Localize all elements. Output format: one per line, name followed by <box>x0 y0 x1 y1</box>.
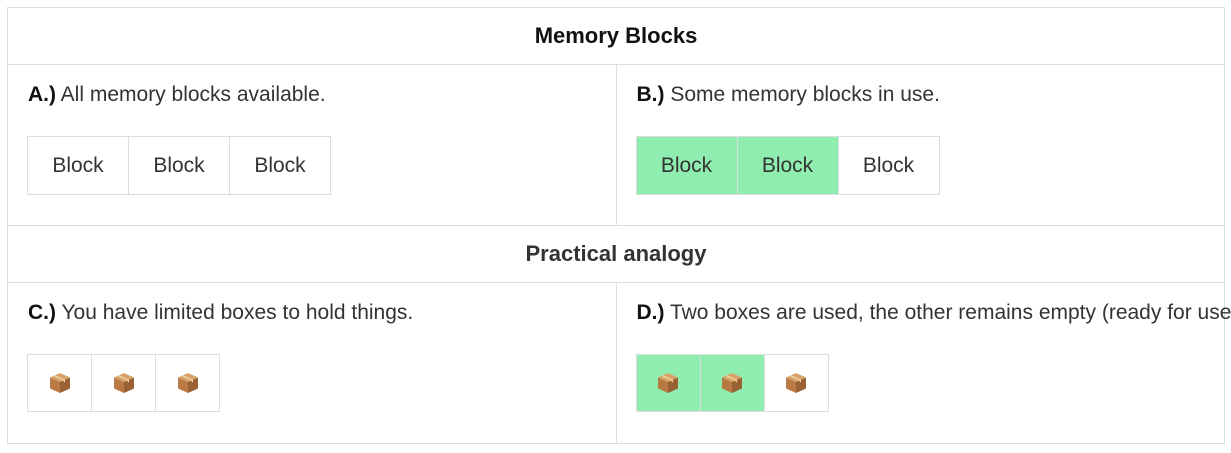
package-icon <box>113 373 134 393</box>
block-row-a: Block Block Block <box>27 136 331 195</box>
box-slot <box>92 355 156 411</box>
memory-blocks-table: Memory Blocks A.) All memory blocks avai… <box>7 7 1231 444</box>
caption-d-text: Two boxes are used, the other remains em… <box>664 301 1231 324</box>
box-slot-used <box>700 355 765 411</box>
caption-b-text: Some memory blocks in use. <box>664 83 940 106</box>
package-icon <box>177 373 198 393</box>
caption-c-text: You have limited boxes to hold things. <box>56 301 414 324</box>
memory-block: Block <box>129 137 230 194</box>
caption-c-label: C.) <box>28 301 56 324</box>
block-row-b: Block Block Block <box>635 136 940 195</box>
box-row-d <box>635 354 829 412</box>
cell-a: A.) All memory blocks available. Block B… <box>7 64 617 226</box>
box-slot <box>764 355 828 411</box>
cell-d: D.) Two boxes are used, the other remain… <box>615 282 1231 444</box>
table-header-practical-analogy: Practical analogy <box>7 225 1225 283</box>
caption-b-label: B.) <box>636 83 665 106</box>
caption-c: C.) You have limited boxes to hold thing… <box>28 301 413 325</box>
cell-b: B.) Some memory blocks in use. Block Blo… <box>615 64 1225 226</box>
package-icon <box>658 373 678 393</box>
box-slot <box>156 355 219 411</box>
memory-block-used: Block <box>636 137 738 194</box>
package-icon <box>786 373 806 393</box>
cell-c: C.) You have limited boxes to hold thing… <box>7 282 617 444</box>
caption-a-label: A.) <box>28 83 56 106</box>
box-slot <box>28 355 92 411</box>
caption-d-label: D.) <box>636 301 665 324</box>
package-icon <box>49 373 70 393</box>
box-row-c <box>27 354 220 412</box>
caption-b: B.) Some memory blocks in use. <box>637 83 940 107</box>
box-slot-used <box>636 355 701 411</box>
memory-block: Block <box>838 137 939 194</box>
table-header-memory-blocks: Memory Blocks <box>7 7 1225 65</box>
caption-a: A.) All memory blocks available. <box>28 83 326 107</box>
caption-d: D.) Two boxes are used, the other remain… <box>637 301 1231 325</box>
memory-block: Block <box>28 137 129 194</box>
caption-a-text: All memory blocks available. <box>56 83 326 106</box>
package-icon <box>722 373 742 393</box>
memory-block-used: Block <box>737 137 839 194</box>
memory-block: Block <box>230 137 330 194</box>
